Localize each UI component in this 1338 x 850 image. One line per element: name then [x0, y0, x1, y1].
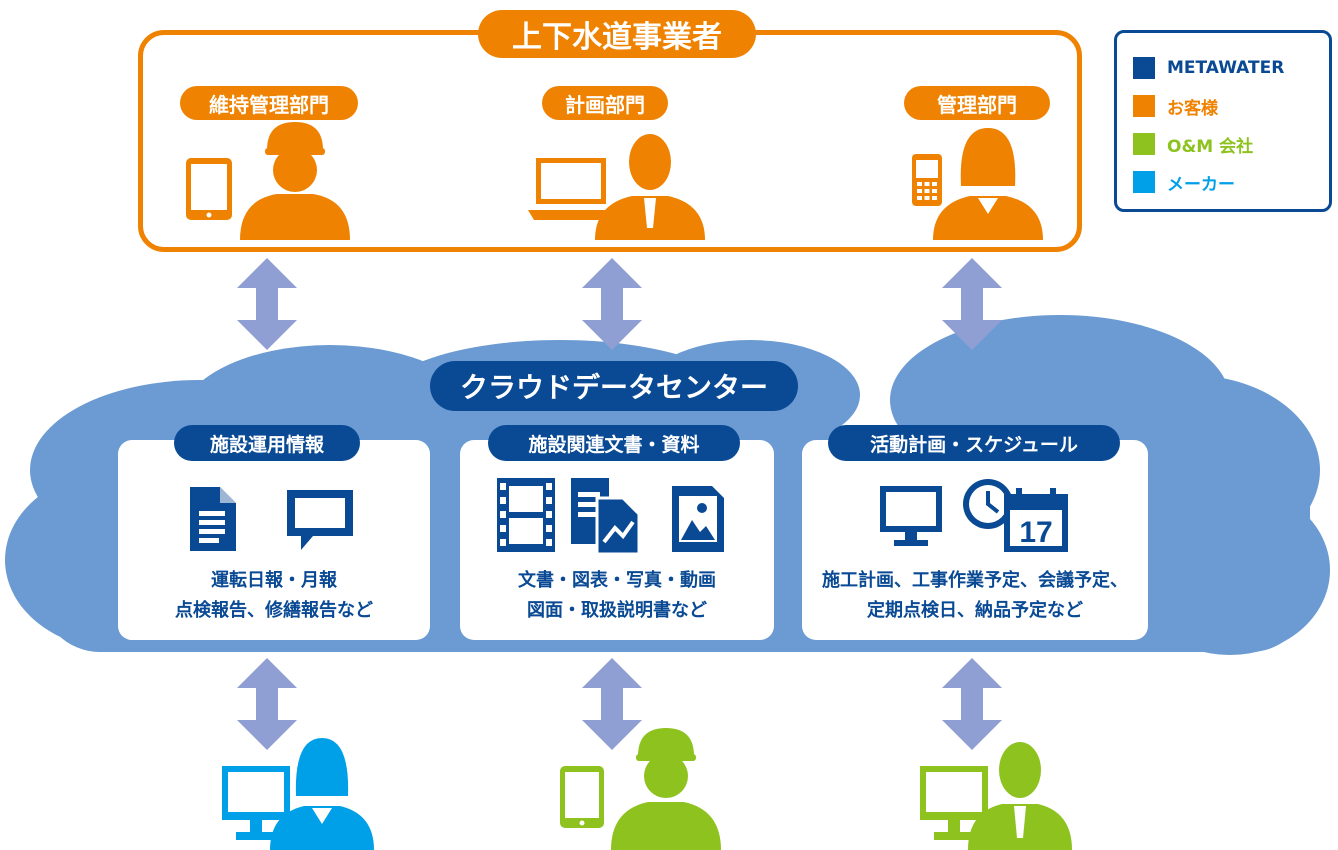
panel-description-line: 図面・取扱説明書など [527, 600, 707, 621]
operator-title: 上下水道事業者 [478, 10, 756, 58]
cloud-title: クラウドデータセンター [430, 361, 798, 411]
legend-swatch [1133, 133, 1155, 155]
double-arrow-icon [942, 258, 1002, 350]
dept-planning-label: 計画部門 [542, 86, 668, 120]
double-arrow-icon [582, 658, 642, 750]
panel-facility-documents: 文書・図表・写真・動画 図面・取扱説明書など [460, 440, 774, 640]
panel-description-line: 運転日報・月報 [211, 570, 337, 591]
legend-swatch [1133, 171, 1155, 193]
double-arrow-icon [942, 658, 1002, 750]
panel-title: 施設運用情報 [174, 425, 360, 461]
legend-label: METAWATER [1167, 58, 1285, 78]
legend-item-metawater: METAWATER [1133, 55, 1284, 81]
dept-maintenance-label: 維持管理部門 [180, 86, 358, 120]
panel-title: 活動計画・スケジュール [828, 425, 1120, 461]
legend-label: お客様 [1167, 98, 1218, 119]
legend-label: メーカー [1167, 174, 1235, 195]
legend: METAWATER お客様 O&M 会社 メーカー [1114, 30, 1332, 212]
panel-description-line: 点検報告、修繕報告など [175, 600, 373, 621]
panel-description-line: 文書・図表・写真・動画 [518, 570, 716, 591]
legend-item-maker: メーカー [1133, 169, 1235, 195]
dept-admin-label: 管理部門 [904, 86, 1050, 120]
legend-label: O&M 会社 [1167, 136, 1254, 157]
operator-box [138, 30, 1082, 252]
arrows [237, 258, 1002, 750]
panel-operation-info: 運転日報・月報 点検報告、修繕報告など [118, 440, 430, 640]
panel-description-line: 施工計画、工事作業予定、会議予定、 [822, 570, 1128, 591]
panel-title: 施設関連文書・資料 [488, 425, 740, 461]
legend-swatch [1133, 57, 1155, 79]
legend-swatch [1133, 95, 1155, 117]
double-arrow-icon [237, 258, 297, 350]
panel-description-line: 定期点検日、納品予定など [867, 600, 1083, 621]
panel-activity-schedule: 施工計画、工事作業予定、会議予定、 定期点検日、納品予定など [802, 440, 1148, 640]
legend-item-customer: お客様 [1133, 93, 1218, 119]
double-arrow-icon [237, 658, 297, 750]
legend-item-om-company: O&M 会社 [1133, 131, 1253, 157]
double-arrow-icon [582, 258, 642, 350]
